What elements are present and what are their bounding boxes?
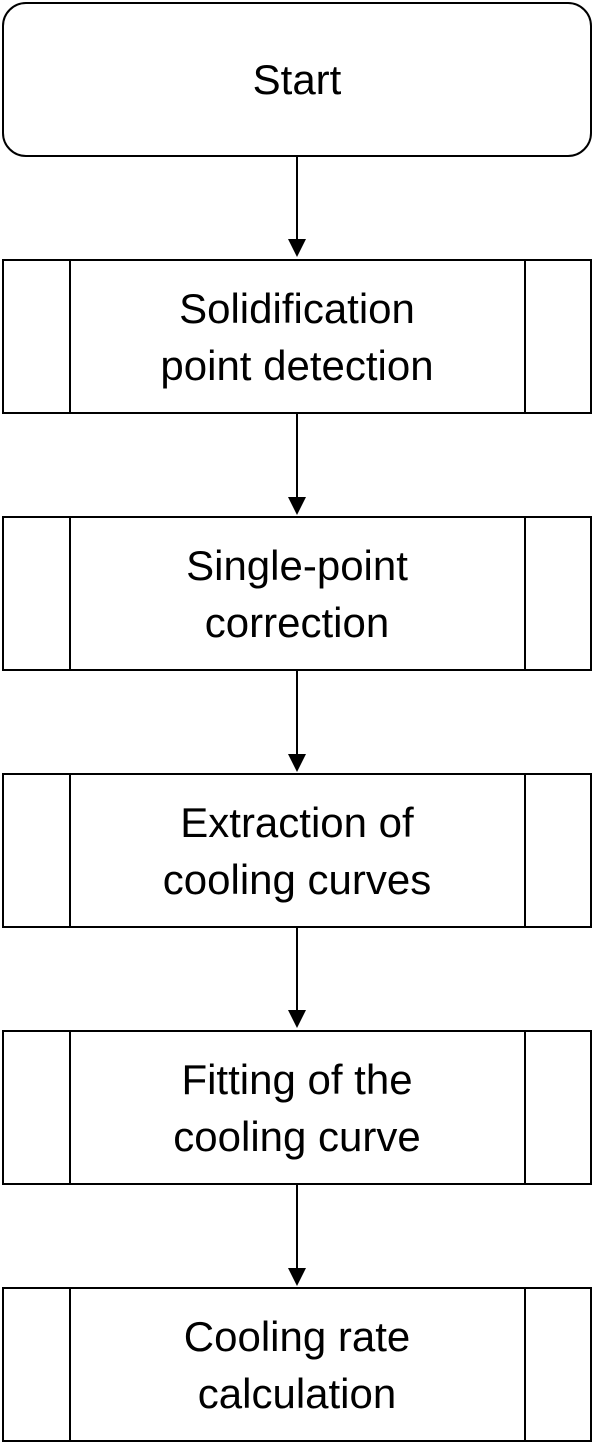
process-step-5: Cooling rate calculation xyxy=(2,1287,592,1442)
process-side-bar xyxy=(524,775,526,926)
arrow-start-to-step-1 xyxy=(287,157,307,257)
process-side-bar xyxy=(69,261,71,412)
process-step-1: Solidification point detection xyxy=(2,259,592,414)
step-5-label: Cooling rate calculation xyxy=(183,1312,411,1417)
process-side-bar xyxy=(524,1289,526,1440)
arrow-step-4-to-step-5 xyxy=(287,1185,307,1286)
process-step-4: Fitting of the cooling curve xyxy=(2,1030,592,1185)
step-3-label: Extraction of cooling curves xyxy=(162,798,432,903)
process-step-3: Extraction of cooling curves xyxy=(2,773,592,928)
process-side-bar xyxy=(524,518,526,669)
start-node: Start xyxy=(2,2,592,157)
arrow-step-3-to-step-4 xyxy=(287,928,307,1028)
start-label: Start xyxy=(252,56,342,103)
process-side-bar xyxy=(69,1032,71,1183)
step-1-label: Solidification point detection xyxy=(160,284,434,389)
process-side-bar xyxy=(524,261,526,412)
arrow-step-2-to-step-3 xyxy=(287,671,307,772)
process-side-bar xyxy=(69,518,71,669)
process-side-bar xyxy=(69,1289,71,1440)
step-2-label: Single-point correction xyxy=(186,541,408,646)
process-side-bar xyxy=(69,775,71,926)
arrow-step-1-to-step-2 xyxy=(287,414,307,515)
process-step-2: Single-point correction xyxy=(2,516,592,671)
step-4-label: Fitting of the cooling curve xyxy=(173,1055,421,1160)
process-side-bar xyxy=(524,1032,526,1183)
